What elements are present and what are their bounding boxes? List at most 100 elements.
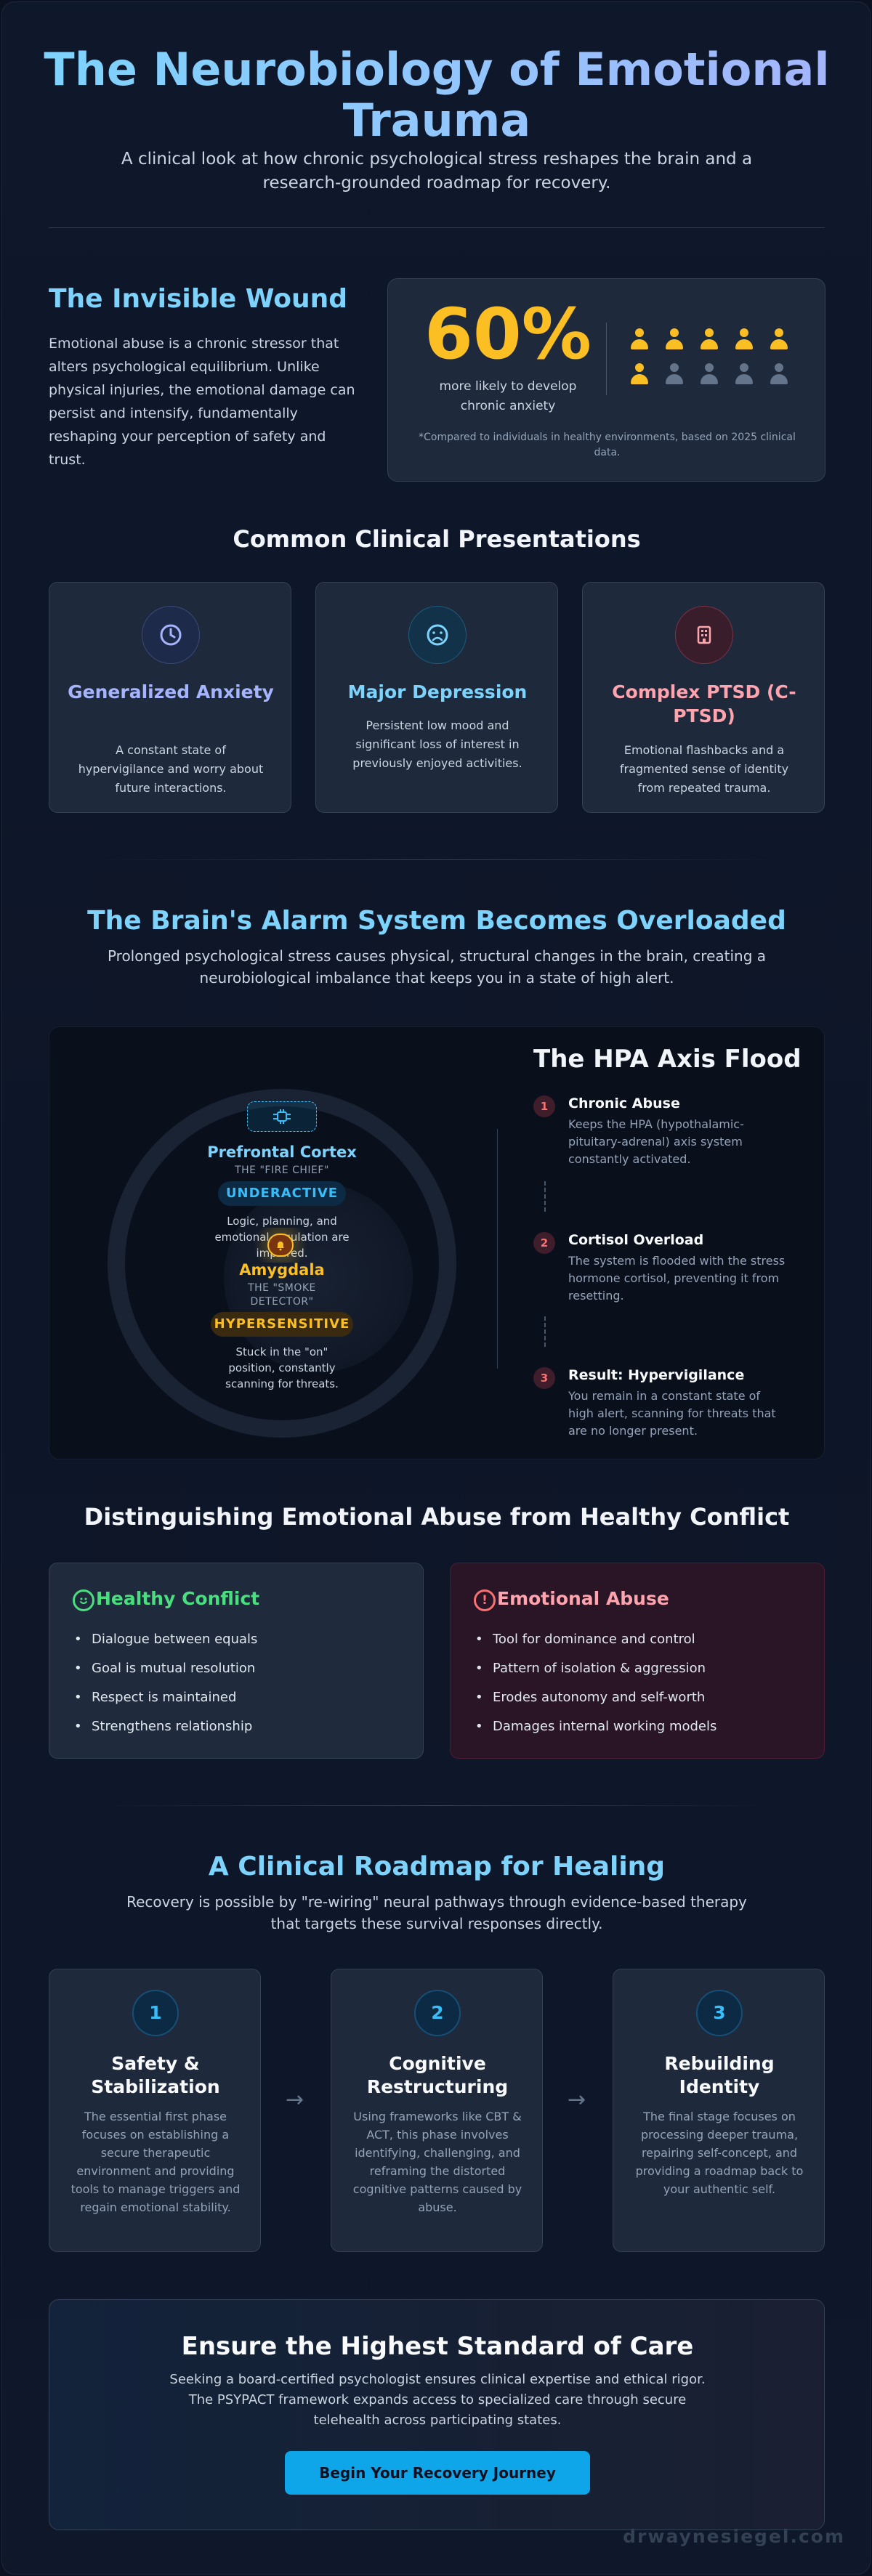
emotional-abuse-title: Emotional Abuse [497, 1588, 669, 1609]
hpa-step-number: 1 [533, 1095, 555, 1117]
stat-caption: more likely to develop chronic anxiety [439, 379, 577, 413]
amygdala-status-badge: HYPERSENSITIVE [211, 1312, 353, 1337]
person-icon [698, 328, 721, 355]
person-icon [767, 363, 791, 389]
person-icon [732, 328, 756, 355]
person-icon [663, 363, 686, 389]
brain-inner-glow [224, 1183, 413, 1372]
alarm-subtitle: Prolonged psychological stress causes ph… [107, 947, 767, 987]
roadmap-step-desc: The essential first phase focuses on est… [70, 2110, 241, 2214]
hpa-connector [544, 1181, 546, 1212]
amygdala-desc: Stuck in the "on" position, constantly s… [225, 1345, 339, 1390]
hpa-step-desc: You remain in a constant state of high a… [568, 1389, 776, 1438]
list-item: Strengthens relationship [71, 1717, 405, 1736]
stat-divider [606, 323, 607, 395]
roadmap-step-card: 2 Cognitive Restructuring Using framewor… [331, 1969, 543, 2252]
compare-heading: Distinguishing Emotional Abuse from Heal… [84, 1503, 790, 1531]
roadmap-step-card: 3 Rebuilding Identity The final stage fo… [613, 1969, 825, 2252]
healthy-conflict-card: Healthy Conflict Dialogue between equals… [49, 1563, 424, 1759]
cta-panel: Ensure the Highest Standard of Care Seek… [49, 2299, 825, 2530]
person-icon [732, 363, 756, 389]
person-icon [698, 363, 721, 389]
presentation-title: Major Depression [347, 681, 528, 702]
wound-heading: The Invisible Wound [49, 284, 347, 314]
brain-panel: Prefrontal Cortex THE "FIRE CHIEF" UNDER… [49, 1026, 825, 1459]
roadmap-step-title: Rebuilding Identity [664, 2053, 775, 2097]
hpa-step-desc: The system is flooded with the stress ho… [568, 1254, 786, 1303]
person-icon [767, 328, 791, 355]
roadmap-step-desc: Using frameworks like CBT & ACT, this ph… [352, 2110, 522, 2214]
person-icon [628, 328, 651, 355]
amygdala-nickname: THE "SMOKE DETECTOR" [248, 1282, 316, 1308]
roadmap-subtitle: Recovery is possible by "re-wiring" neur… [126, 1893, 747, 1932]
list-item: Respect is maintained [71, 1688, 405, 1707]
presentation-desc: Emotional flashbacks and a fragmented se… [619, 743, 789, 795]
section-divider [89, 859, 784, 860]
smile-icon [73, 1589, 94, 1611]
hpa-step-title: Result: Hypervigilance [568, 1367, 745, 1383]
roadmap-step-number: 3 [696, 1990, 743, 2036]
roadmap-step-number: 1 [132, 1990, 179, 2036]
pfc-status-badge: UNDERACTIVE [218, 1181, 346, 1206]
stat-footnote: *Compared to individuals in healthy envi… [419, 432, 796, 458]
emotional-abuse-card: ! Emotional Abuse Tool for dominance and… [450, 1563, 825, 1759]
amygdala-name: Amygdala [239, 1261, 325, 1279]
person-icon [628, 363, 651, 389]
presentation-desc: A constant state of hypervigilance and w… [78, 743, 264, 795]
stat-value: 60% [424, 293, 592, 375]
hpa-heading: The HPA Axis Flood [533, 1045, 802, 1074]
list-item: Damages internal working models [472, 1717, 807, 1736]
list-item: Goal is mutual resolution [71, 1659, 405, 1678]
roadmap-step-title: Safety & Stabilization [91, 2053, 220, 2097]
page-title: The Neurobiology of Emotional Trauma [31, 44, 842, 146]
alert-icon: ! [474, 1589, 496, 1611]
healthy-conflict-list: Dialogue between equals Goal is mutual r… [71, 1630, 405, 1746]
presentation-desc: Persistent low mood and significant loss… [352, 718, 522, 770]
pfc-name: Prefrontal Cortex [207, 1143, 357, 1161]
roadmap-step-title: Cognitive Restructuring [366, 2053, 509, 2097]
presentation-card-depression: Major Depression Persistent low mood and… [315, 582, 558, 813]
sad-face-icon [408, 606, 467, 664]
alarm-heading: The Brain's Alarm System Becomes Overloa… [87, 906, 786, 936]
roadmap-step-number: 2 [414, 1990, 461, 2036]
list-item: Pattern of isolation & aggression [472, 1659, 807, 1678]
header-divider [49, 227, 825, 228]
circuit-icon [247, 1101, 317, 1132]
hpa-connector [544, 1316, 546, 1347]
presentation-title: Generalized Anxiety [68, 681, 274, 702]
people-icon-grid [628, 328, 802, 389]
hpa-step-number: 2 [533, 1232, 555, 1254]
arrow-right-icon: → [286, 2087, 304, 2113]
arrow-right-icon: → [568, 2087, 586, 2113]
bell-icon [267, 1234, 294, 1257]
presentation-title: Complex PTSD (C-PTSD) [612, 681, 796, 726]
building-icon [675, 606, 733, 664]
presentation-card-cptsd: Complex PTSD (C-PTSD) Emotional flashbac… [582, 582, 825, 813]
page-subtitle: A clinical look at how chronic psycholog… [121, 150, 753, 193]
list-item: Erodes autonomy and self-worth [472, 1688, 807, 1707]
presentations-heading: Common Clinical Presentations [233, 525, 641, 553]
person-icon [663, 328, 686, 355]
hpa-step-title: Chronic Abuse [568, 1095, 680, 1111]
stat-card: 60% more likely to develop chronic anxie… [387, 278, 825, 482]
panel-divider [497, 1129, 498, 1369]
cta-body: Seeking a board-certified psychologist e… [169, 2372, 706, 2428]
healthy-conflict-title: Healthy Conflict [96, 1588, 260, 1609]
wound-body: Emotional abuse is a chronic stressor th… [49, 336, 355, 468]
hpa-step-desc: Keeps the HPA (hypothalamic-pituitary-ad… [568, 1117, 744, 1166]
presentation-card-anxiety: Generalized Anxiety A constant state of … [49, 582, 291, 813]
begin-recovery-button[interactable]: Begin Your Recovery Journey [285, 2451, 590, 2495]
pfc-nickname: THE "FIRE CHIEF" [235, 1165, 329, 1176]
cta-heading: Ensure the Highest Standard of Care [181, 2332, 694, 2361]
roadmap-step-card: 1 Safety & Stabilization The essential f… [49, 1969, 261, 2252]
clock-icon [142, 606, 200, 664]
list-item: Dialogue between equals [71, 1630, 405, 1649]
section-divider [89, 1805, 784, 1806]
list-item: Tool for dominance and control [472, 1630, 807, 1649]
hpa-step-number: 3 [533, 1367, 555, 1389]
roadmap-heading: A Clinical Roadmap for Healing [208, 1852, 666, 1882]
hpa-step-title: Cortisol Overload [568, 1232, 704, 1248]
watermark: drwaynesiegel.com [623, 2526, 845, 2547]
emotional-abuse-list: Tool for dominance and control Pattern o… [472, 1630, 807, 1746]
